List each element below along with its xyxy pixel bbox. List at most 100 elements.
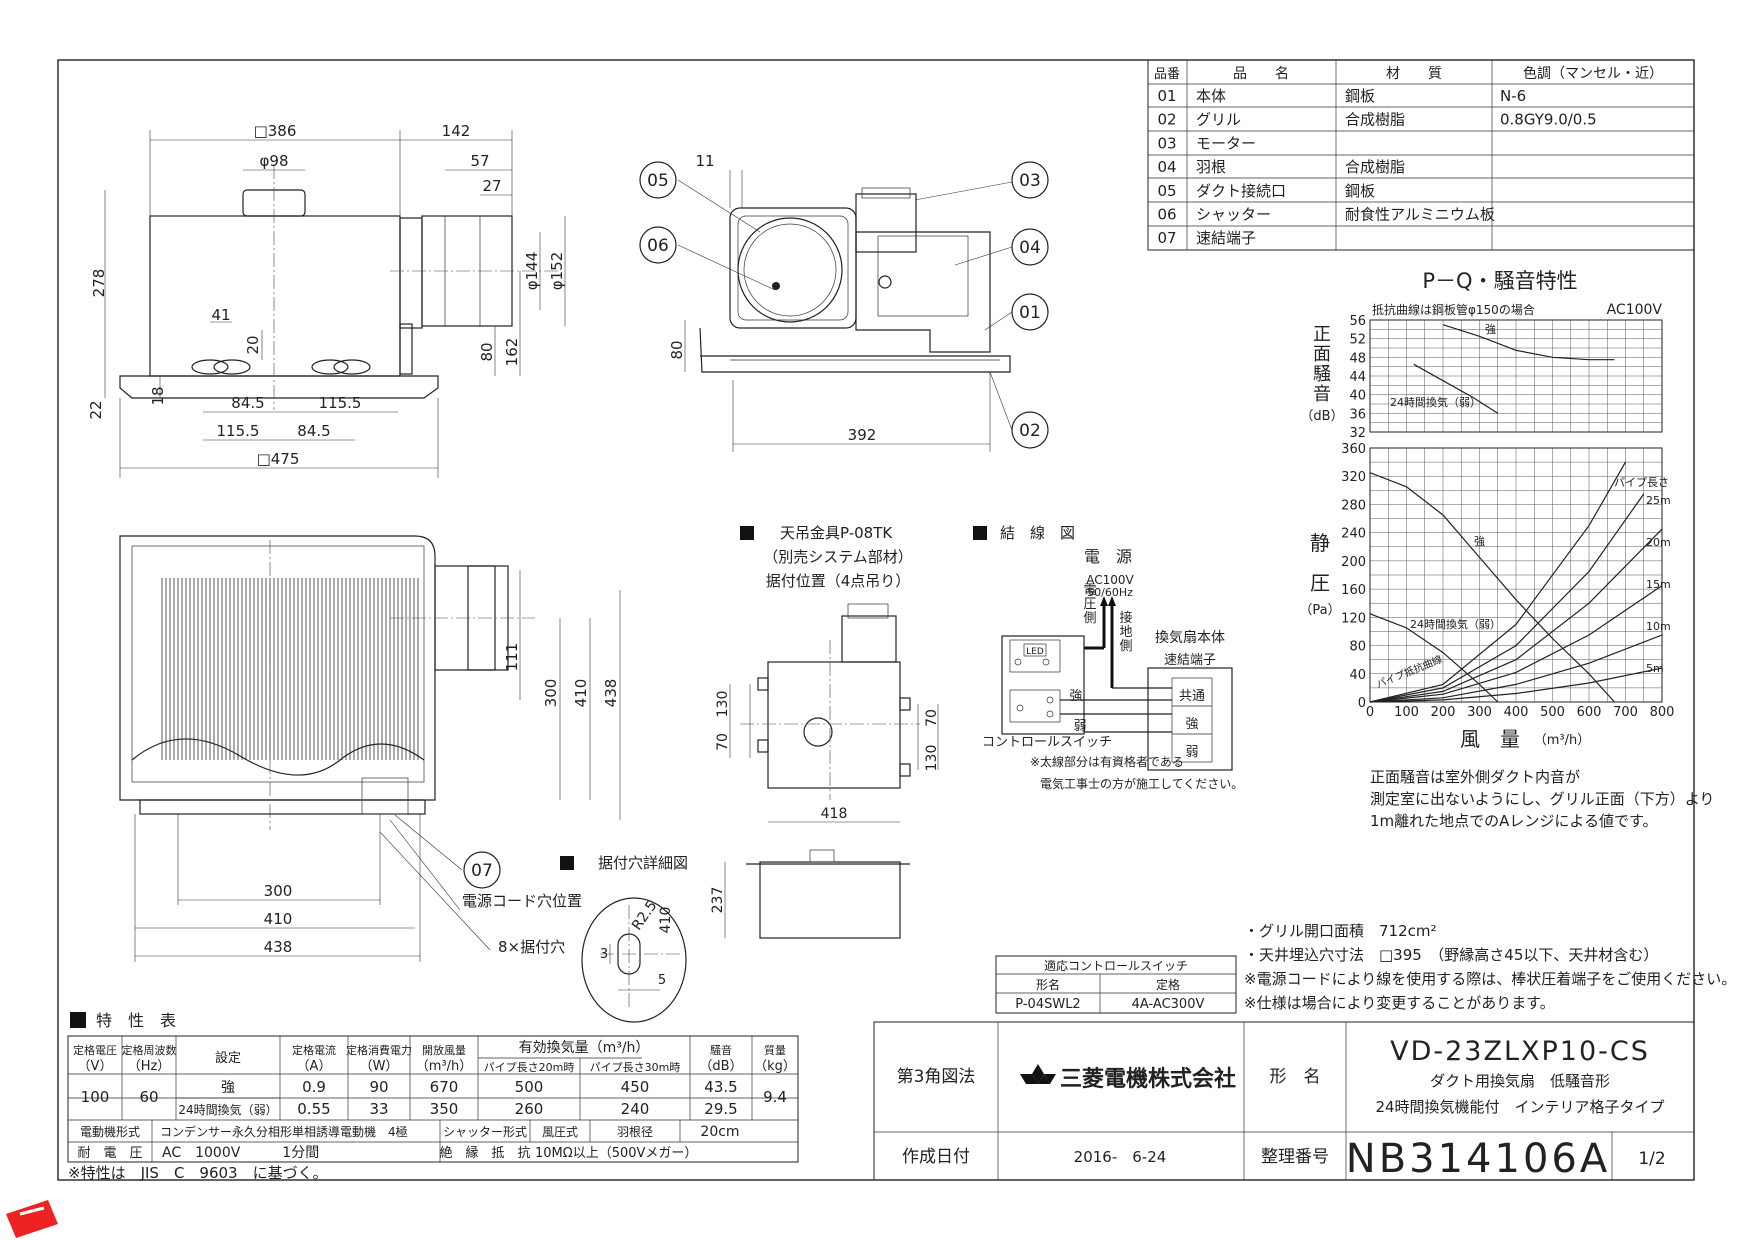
chart-note-0: 正面騒音は室外側ダクト内音が: [1370, 768, 1580, 786]
pq-xtick: 200: [1431, 705, 1456, 720]
parts-cell: 羽根: [1196, 158, 1226, 176]
blade-value: 20cm: [700, 1124, 739, 1140]
wire-strong: 強: [1069, 689, 1082, 704]
front-dim-0: □386: [254, 122, 297, 140]
hanger-dim-4: 418: [821, 806, 848, 822]
mount-hole-title: 据付穴詳細図: [598, 854, 688, 872]
front-dim-1: 142: [442, 122, 471, 140]
pq-ytick: 200: [1341, 555, 1366, 570]
spec-note-2: ※電源コードにより線を使用する際は、棒状圧着端子をご使用ください。: [1244, 970, 1736, 988]
front-dim-16: 115.5: [217, 422, 260, 440]
noise-ytick: 32: [1349, 426, 1366, 441]
top-dim-5: 410: [264, 910, 293, 928]
doc-number-label: 整理番号: [1261, 1147, 1329, 1167]
chart-note-2: 1m離れた地点でのAレンジによる値です。: [1370, 812, 1657, 830]
parts-cell: 02: [1157, 111, 1176, 129]
char-cell: 43.5: [704, 1078, 737, 1096]
company-name: 三菱電機株式会社: [1060, 1066, 1236, 1092]
characteristics-table: 特 性 表 定格電圧（V）定格周波数（Hz）設定定格電流（A）定格消費電力（W）…: [67, 1011, 799, 1182]
pq-series-label-7: パイプ抵抗曲線: [1374, 653, 1444, 691]
char-cell: 0.55: [297, 1100, 330, 1118]
projection-label: 第3角図法: [897, 1067, 976, 1087]
pq-series-5: [1369, 585, 1663, 703]
pq-xlabel: 風 量: [1460, 727, 1520, 751]
side-dim-392: 392: [848, 426, 877, 444]
wiring-note-1: ※太線部分は有資格者である: [1030, 754, 1184, 769]
char-cell: 33: [369, 1100, 388, 1118]
char-header-1: 定格周波数: [122, 1043, 177, 1057]
top-dim-1: 300: [542, 679, 560, 708]
power-cord-hole-label: 電源コード穴位置: [462, 892, 582, 910]
voltage-side-char: 圧: [1083, 597, 1096, 612]
chart-note-1: 測定室に出ないようにし、グリル正面（下方）より: [1370, 790, 1714, 808]
char-cell: 450: [621, 1078, 650, 1096]
model-label: 形 名: [1270, 1067, 1321, 1087]
char-header-unit-5: （m³/h）: [416, 1059, 473, 1074]
char-cell: 24時間換気（弱）: [178, 1102, 277, 1117]
noise-series-label-1: 24時間換気（弱）: [1390, 395, 1481, 409]
noise-ylabel-char: 面: [1313, 344, 1331, 365]
char-header-3: 定格電流: [292, 1043, 336, 1057]
front-dim-15: 115.5: [319, 394, 362, 412]
model-desc-2: 24時間換気機能付 インテリア格子タイプ: [1375, 1098, 1664, 1116]
callout-02: 02: [1011, 411, 1049, 449]
char-cell: 強: [221, 1080, 235, 1096]
char-header-0: 定格電圧: [73, 1043, 117, 1057]
parts-cell: 04: [1157, 158, 1176, 176]
noise-ytick: 56: [1349, 314, 1366, 329]
parts-cell: ダクト接続口: [1196, 182, 1286, 200]
front-dim-10: 80: [478, 342, 496, 361]
pq-series-0: [1369, 472, 1615, 703]
noise-ylabel-char: 正: [1313, 324, 1331, 345]
char-cell: 29.5: [704, 1100, 737, 1118]
char-header-unit-4: （W）: [360, 1059, 399, 1074]
pq-xtick: 300: [1467, 705, 1492, 720]
callout-label: 04: [1019, 238, 1041, 258]
voltage-side-char: 電: [1083, 583, 1096, 598]
noise-ylabel-char: 音: [1313, 384, 1331, 405]
ground-side-char: 地: [1119, 625, 1132, 640]
front-dim-2: φ98: [260, 152, 289, 170]
front-dim-5: 278: [90, 269, 108, 298]
char-header-4: 定格消費電力: [346, 1043, 412, 1057]
callout-label: 06: [647, 236, 669, 256]
parts-cell: 合成樹脂: [1345, 158, 1405, 176]
hanger-dim-1: 130: [715, 691, 731, 718]
char-header-unit-3: （A）: [297, 1059, 332, 1074]
pq-yunit: （Pa）: [1299, 603, 1340, 618]
top-dim-3: 438: [602, 679, 620, 708]
mount-holes-label: 8×据付穴: [498, 938, 565, 956]
noise-ytick: 48: [1349, 351, 1366, 366]
spec-notes: ・グリル開口面積 712cm²・天井埋込穴寸法 □395 （野縁高さ45以下、天…: [1244, 922, 1736, 1012]
pq-ytick: 360: [1341, 442, 1366, 457]
spec-note-3: ※仕様は場合により変更することがあります。: [1244, 994, 1555, 1012]
parts-cell: グリル: [1196, 111, 1241, 129]
pq-ytick: 40: [1349, 668, 1366, 683]
switch-table: 適応コントロールスイッチ 形名 定格 P-04SWL2 4A-AC300V: [995, 955, 1237, 1014]
parts-cell: 鋼板: [1345, 182, 1375, 200]
callout-03: 03: [1011, 161, 1049, 199]
pq-xtick: 100: [1394, 705, 1419, 720]
pq-ytick: 280: [1341, 498, 1366, 513]
char-header-unit-1: （Hz）: [128, 1059, 171, 1074]
parts-cell: 本体: [1196, 87, 1226, 105]
callout-label: 01: [1019, 303, 1041, 323]
wire-weak: 弱: [1073, 719, 1086, 734]
parts-cell: 05: [1157, 182, 1176, 200]
front-dim-12: 22: [87, 400, 105, 419]
noise-series-0: [1442, 324, 1615, 361]
ac-label: AC100V: [1086, 573, 1134, 587]
callout-05: 05: [639, 161, 677, 199]
pq-xtick: 500: [1540, 705, 1565, 720]
hanger-title: 天吊金具P-08TK: [780, 524, 893, 542]
pq-ytick: 240: [1341, 527, 1366, 542]
front-dim-8: 41: [211, 306, 230, 324]
insulation-value: 10MΩ以上（500Vメガー）: [535, 1146, 697, 1161]
pq-series-4: [1369, 528, 1663, 703]
noise-ytick: 40: [1349, 389, 1366, 404]
